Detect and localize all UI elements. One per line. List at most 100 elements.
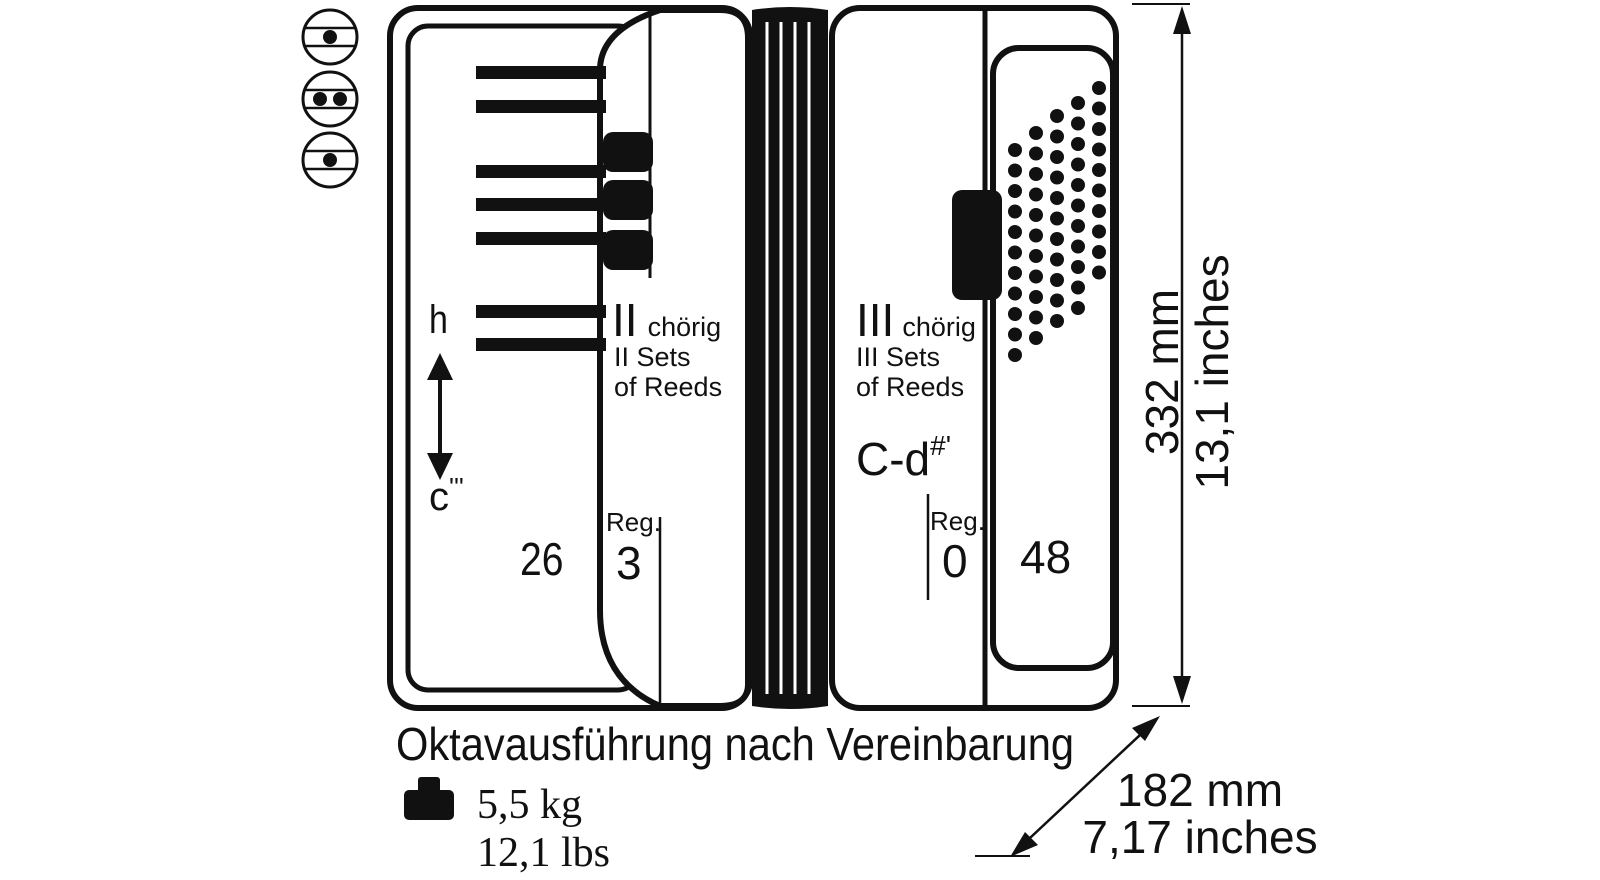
bass-button bbox=[1050, 314, 1064, 328]
bass-button bbox=[1008, 163, 1022, 178]
bass-button bbox=[1092, 183, 1106, 198]
register-switch bbox=[603, 180, 653, 220]
bass-button bbox=[1092, 101, 1106, 116]
bass-button bbox=[1050, 273, 1064, 287]
bass-button bbox=[1008, 184, 1022, 198]
piano-key bbox=[476, 198, 606, 211]
bass-button bbox=[1008, 327, 1022, 342]
octave-note: Oktavausführung nach Vereinbarung bbox=[396, 718, 1074, 770]
bass-button bbox=[1029, 187, 1043, 202]
bass-range-sup: #' bbox=[930, 430, 951, 461]
register-dot bbox=[333, 92, 347, 106]
bass-button bbox=[1050, 170, 1064, 185]
bass-button bbox=[1071, 239, 1085, 254]
register-symbols bbox=[301, 8, 359, 189]
bass-button bbox=[1071, 260, 1085, 274]
bass-button bbox=[1029, 269, 1043, 284]
bass-button bbox=[1050, 129, 1064, 144]
bass-reed-line2: of Reeds bbox=[856, 372, 964, 402]
bass-button bbox=[1029, 331, 1043, 345]
bass-button-count: 48 bbox=[1020, 531, 1071, 583]
piano-key bbox=[476, 100, 606, 113]
treble-range-low-marks: ''' bbox=[449, 472, 464, 502]
treble-reed-line2: of Reeds bbox=[614, 372, 722, 402]
bass-register-switch bbox=[952, 190, 1002, 300]
bass-button bbox=[1008, 204, 1022, 219]
register-dot bbox=[313, 92, 327, 106]
bass-button bbox=[1029, 167, 1043, 181]
bass-button bbox=[1071, 137, 1085, 151]
weight-kg: 5,5 kg bbox=[477, 782, 582, 828]
register-switch bbox=[603, 132, 653, 172]
bass-button bbox=[1071, 116, 1085, 131]
bass-button bbox=[1029, 126, 1043, 140]
bass-button bbox=[1071, 280, 1085, 295]
bass-button bbox=[1071, 301, 1085, 315]
bellows bbox=[752, 7, 828, 709]
bass-register-label: Reg. bbox=[930, 506, 985, 536]
bass-button bbox=[1050, 109, 1064, 123]
treble-reed-line1: II Sets bbox=[614, 342, 691, 372]
height-inches: 13,1 inches bbox=[1186, 254, 1238, 489]
bass-button bbox=[1050, 191, 1064, 205]
weight-icon bbox=[404, 777, 454, 820]
bass-button bbox=[1092, 245, 1106, 259]
bass-button bbox=[1029, 208, 1043, 222]
bass-button bbox=[1029, 249, 1043, 263]
treble-keys bbox=[476, 66, 606, 351]
bass-button bbox=[1008, 245, 1022, 260]
bass-button bbox=[1092, 142, 1106, 157]
bass-button bbox=[1092, 265, 1106, 280]
bass-button bbox=[1050, 252, 1064, 267]
depth-dimension: 182 mm 7,17 inches bbox=[975, 716, 1318, 863]
register-symbol-1 bbox=[301, 8, 359, 66]
piano-key bbox=[476, 232, 606, 245]
piano-key bbox=[476, 165, 606, 178]
depth-inches: 7,17 inches bbox=[1082, 811, 1317, 863]
bass-button bbox=[1071, 96, 1085, 110]
height-dimension: 332 mm 13,1 inches bbox=[1132, 3, 1238, 707]
register-dot bbox=[323, 153, 337, 167]
bass-button bbox=[1071, 178, 1085, 192]
bass-button bbox=[1029, 290, 1043, 304]
bass-range: C-d#' bbox=[856, 430, 951, 485]
bass-button bbox=[1071, 219, 1085, 233]
bass-button bbox=[1092, 122, 1106, 136]
bass-button-panel bbox=[990, 45, 1116, 671]
bass-button bbox=[1092, 224, 1106, 239]
bass-button bbox=[1029, 310, 1043, 325]
bass-button bbox=[1050, 211, 1064, 226]
bellows-outline bbox=[752, 7, 828, 709]
register-symbol-2 bbox=[301, 70, 359, 128]
treble-range-high: h bbox=[429, 296, 448, 341]
treble-key-count: 26 bbox=[520, 534, 563, 586]
treble-register-label: Reg. bbox=[606, 507, 661, 537]
piano-key bbox=[476, 338, 606, 351]
bass-button bbox=[1092, 204, 1106, 218]
bass-button bbox=[1008, 266, 1022, 280]
height-mm: 332 mm bbox=[1136, 289, 1188, 455]
treble-register-count: 3 bbox=[616, 537, 642, 589]
piano-key bbox=[476, 305, 606, 318]
bass-button bbox=[1008, 143, 1022, 157]
treble-register-switches bbox=[603, 132, 653, 270]
bass-button bbox=[1071, 157, 1085, 172]
bass-buttons bbox=[1008, 81, 1106, 362]
weight-lbs: 12,1 lbs bbox=[477, 830, 610, 875]
bass-button bbox=[1050, 232, 1064, 246]
bass-button bbox=[1029, 146, 1043, 161]
bass-button bbox=[1029, 228, 1043, 243]
treble-range-low: c''' bbox=[429, 472, 464, 519]
bass-button bbox=[1050, 150, 1064, 164]
register-dot bbox=[323, 30, 337, 44]
bass-button bbox=[1008, 286, 1022, 301]
bass-button bbox=[1008, 307, 1022, 321]
depth-mm: 182 mm bbox=[1117, 764, 1283, 816]
bass-button bbox=[1071, 198, 1085, 213]
